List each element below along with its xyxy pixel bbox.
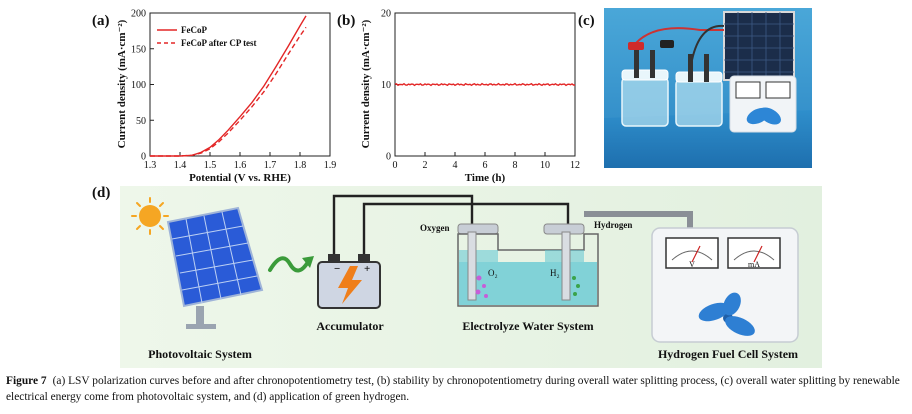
chart-b-y-ticks: 0 10 20 [381,9,399,163]
chart-a-ytick-label: 0 [141,152,146,163]
photovoltaic-label: Photovoltaic System [148,347,252,361]
fuel-cell-icon [651,227,799,343]
chart-a-xtick-label: 1.6 [234,160,247,171]
arrow-icon [268,256,310,273]
chart-b-xtick-label: 12 [570,160,580,171]
chart-a-series-line-1 [150,26,307,157]
chart-b-xtick-label: 6 [483,160,488,171]
figure-caption: Figure 7(a) LSV polarization curves befo… [6,373,906,405]
electrolyzer-icon [457,223,599,307]
panel-d-diagram: − + O₂ H₂ Oxygen Hydrogen [120,186,822,368]
photo-beaker-right-icon [675,54,723,127]
photo-red-clip-icon [628,42,644,50]
hydrogen-label: Hydrogen [594,220,632,230]
chart-b-x-ticks: 0 2 4 6 8 10 12 [393,152,580,171]
caption-label: Figure 7 [6,375,47,387]
chart-a-ytick-label: 100 [131,80,146,91]
photo-fuel-cell-box-icon [729,75,797,133]
chart-a-legend: FeCoP FeCoP after CP test [157,25,257,48]
photo-solar-panel-icon [723,11,795,81]
chart-b-xtick-label: 0 [393,160,398,171]
chart-a-x-ticks: 1.3 1.4 1.5 1.6 1.7 1.8 1.9 [144,152,337,171]
chart-b-ytick-label: 20 [381,9,391,20]
photo-black-clip-icon [660,40,674,48]
chart-b-series [394,82,575,87]
oxygen-label: Oxygen [420,223,450,233]
chart-b-xtick-label: 8 [513,160,518,171]
chart-a-series [150,15,307,157]
legend-fecop: FeCoP [181,25,207,35]
panel-a-label: (a) [92,13,110,29]
chart-a-ylabel: Current density (mA·cm⁻²) [116,19,128,148]
chart-a-series-line-0 [150,15,307,157]
photo-beaker-left-icon [621,50,669,127]
battery-icon [317,254,381,309]
photo-setup [604,8,812,168]
caption-text: (a) LSV polarization curves before and a… [6,375,900,403]
fan-icon [698,292,755,336]
chart-a-ytick-label: 50 [136,116,146,127]
o2-label: O₂ [488,268,498,278]
chart-b-xtick-label: 2 [423,160,428,171]
chart-a-ytick-label: 150 [131,44,146,55]
chart-a-xtick-label: 1.9 [324,160,337,171]
chart-a-xlabel: Potential (V vs. RHE) [189,172,291,184]
chart-b-ytick-label: 10 [381,80,391,91]
chart-a-y-ticks: 0 50 100 150 200 [131,9,154,163]
chart-b-xtick-label: 10 [540,160,550,171]
chart-a-ytick-label: 200 [131,9,146,20]
solar-panel-icon [166,206,264,329]
chart-a-lsv: 1.3 1.4 1.5 1.6 1.7 1.8 1.9 0 50 100 150 200 FeCoP… [116,9,336,185]
panel-b-label: (b) [337,13,355,29]
chart-a-xtick-label: 1.7 [264,160,277,171]
chart-a-xtick-label: 1.3 [144,160,157,171]
meter-ma-label: mA [748,260,760,269]
chart-a-xtick-label: 1.4 [174,160,187,171]
chart-b-ytick-label: 0 [386,152,391,163]
fuel-cell-label: Hydrogen Fuel Cell System [658,347,798,361]
meter-v-label: V [689,260,695,269]
h2-label: H₂ [550,268,560,278]
chart-b-xlabel: Time (h) [465,172,506,184]
lightning-icon [338,266,362,304]
voltmeter-icon [665,237,719,269]
ammeter-icon [727,237,781,269]
electrolyze-label: Electrolyze Water System [462,319,593,333]
chart-a-frame [149,12,331,157]
panel-d-label: (d) [92,185,110,201]
chart-b-xtick-label: 4 [453,160,458,171]
chart-b-series-line-0 [394,82,575,87]
hydrogen-pipe [584,211,693,228]
legend-fecop-after: FeCoP after CP test [181,38,257,48]
wires [332,194,570,254]
chart-b-ylabel: Current density (mA·cm⁻²) [360,19,372,148]
chart-a-xtick-label: 1.8 [294,160,307,171]
battery-minus: − [334,263,340,275]
chart-a-xtick-label: 1.5 [204,160,217,171]
chart-b-stability: 0 2 4 6 8 10 12 0 10 20 Time (h) Current density… [360,9,580,185]
battery-plus: + [364,263,370,275]
panel-c-label: (c) [578,13,595,29]
accumulator-label: Accumulator [316,319,384,333]
sun-icon [131,197,169,235]
arrow-head-icon [302,256,314,268]
